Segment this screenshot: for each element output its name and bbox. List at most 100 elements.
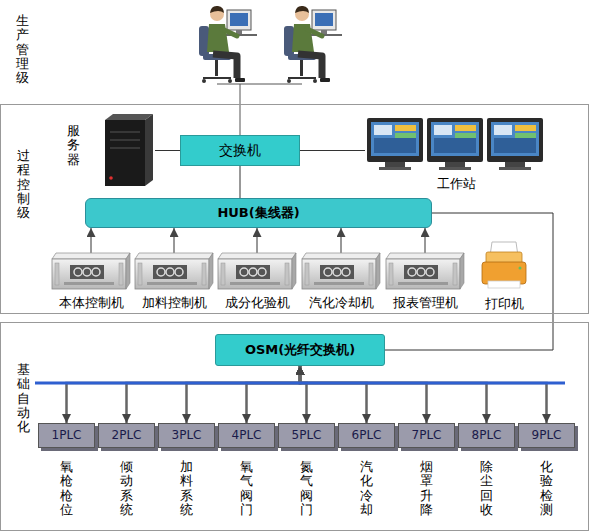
node-label: 打印机	[485, 296, 524, 312]
hub-box: HUB(集线器)	[85, 198, 432, 228]
illustration-part	[109, 176, 113, 180]
device-icon-node: 工作站	[365, 116, 547, 172]
node-label: HUB(集线器)	[217, 205, 299, 221]
illustration-part	[302, 253, 380, 289]
device-icon-node: 报表管理机	[386, 253, 464, 289]
node-label: OSM(光纤交换机)	[245, 342, 355, 358]
device-icon-node: 本体控制机	[52, 253, 130, 289]
node-label: 过程控制级	[17, 149, 30, 220]
device-icon-node: 加料控制机	[135, 253, 213, 289]
connector	[187, 366, 301, 423]
illustration-part	[218, 253, 296, 289]
illustration-part	[487, 118, 543, 170]
device-icon-node: 汽化冷却机	[302, 253, 380, 289]
plc-box: 4PLC氧气阀门	[218, 423, 275, 448]
switch-box: 交换机	[180, 135, 300, 166]
plc-box: 1PLC氧枪枪位	[38, 423, 95, 448]
workstation-icons	[367, 118, 543, 170]
connector	[341, 228, 342, 253]
node-sublabel: 除尘回收	[480, 460, 493, 517]
connector	[155, 150, 180, 151]
node-sublabel: 氧枪枪位	[60, 460, 73, 517]
illustration-part	[110, 148, 140, 149]
level-label: 生产管理级	[16, 14, 29, 85]
node-label: 9PLC	[532, 428, 562, 442]
illustration-part	[135, 253, 213, 289]
node-label: 3PLC	[172, 428, 202, 442]
printer-icon	[482, 242, 526, 288]
plc-box: 9PLC化验检测	[518, 423, 575, 448]
illustration-part	[52, 253, 130, 289]
node-label: 交换机	[219, 142, 261, 159]
connector	[300, 150, 365, 151]
plc-box: 7PLC烟罩升降	[398, 423, 455, 448]
node-sublabel: 倾动系统	[120, 460, 133, 517]
device-icon-node: 成分化验机	[218, 253, 296, 289]
illustration-part	[217, 84, 302, 85]
plc-box: 2PLC倾动系统	[98, 423, 155, 448]
node-sublabel: 化验检测	[540, 460, 553, 517]
illustration-part	[519, 267, 522, 270]
industrial-pc-icons	[52, 253, 464, 289]
node-label: 成分化验机	[225, 295, 290, 311]
node-label: 7PLC	[412, 428, 442, 442]
connector	[385, 213, 553, 350]
connector	[127, 366, 301, 423]
illustration-part	[240, 84, 241, 135]
plc-box: 5PLC氮气阀门	[278, 423, 335, 448]
illustration-part	[386, 253, 464, 289]
connector	[91, 228, 92, 253]
node-label: 2PLC	[112, 428, 142, 442]
plc-box: 6PLC汽化冷却	[338, 423, 395, 448]
field-bus	[35, 383, 565, 384]
illustration-part	[488, 281, 520, 288]
illustration-part	[105, 114, 153, 120]
illustration-part	[110, 140, 140, 141]
node-label: 1PLC	[52, 428, 82, 442]
node-sublabel: 氮气阀门	[300, 460, 313, 517]
connector	[247, 366, 301, 423]
node-label: 5PLC	[292, 428, 322, 442]
connector	[174, 228, 175, 253]
connector	[67, 366, 301, 423]
level-band: 过程控制级服务器交换机工作站HUB(集线器)本体控制机加料控制机成分化验机汽化冷…	[0, 104, 589, 314]
node-sublabel: 汽化冷却	[360, 460, 373, 517]
node-label: 基础自动化	[17, 363, 30, 434]
connector	[300, 366, 367, 423]
device-icon-node: 打印机	[480, 240, 528, 290]
node-label: 6PLC	[352, 428, 382, 442]
connector	[257, 228, 258, 253]
connector	[425, 228, 426, 253]
node-sublabel: 烟罩升降	[420, 460, 433, 517]
node-label: 报表管理机	[393, 295, 458, 311]
illustration-part	[427, 118, 483, 170]
plc-box: 8PLC除尘回收	[458, 423, 515, 448]
node-label: 本体控制机	[59, 295, 124, 311]
operator-figures	[199, 6, 342, 135]
connector	[240, 166, 241, 198]
plc-box: 3PLC加料系统	[158, 423, 215, 448]
node-label: 4PLC	[232, 428, 262, 442]
illustration-part	[35, 382, 565, 385]
node-sublabel: 氧气阀门	[240, 460, 253, 517]
level-band: 基础自动化OSM(光纤交换机)1PLC氧枪枪位2PLC倾动系统3PLC加料系统4…	[0, 322, 589, 531]
connector	[300, 366, 427, 423]
device-icon-node: 服务器	[103, 118, 155, 186]
node-label: 加料控制机	[142, 295, 207, 311]
illustration-part	[110, 132, 140, 133]
illustration-part	[284, 6, 342, 83]
connector	[300, 366, 487, 423]
illustration-part	[199, 6, 257, 83]
node-label: 工作站	[437, 176, 476, 192]
server-icon	[105, 114, 153, 186]
illustration-part	[145, 114, 153, 186]
node-label: 汽化冷却机	[309, 295, 374, 311]
fiber-switch-box: OSM(光纤交换机)	[215, 334, 385, 366]
illustration-part	[105, 120, 145, 186]
node-sublabel: 加料系统	[180, 460, 193, 517]
node-label: 8PLC	[472, 428, 502, 442]
node-label: 服务器	[67, 124, 80, 167]
